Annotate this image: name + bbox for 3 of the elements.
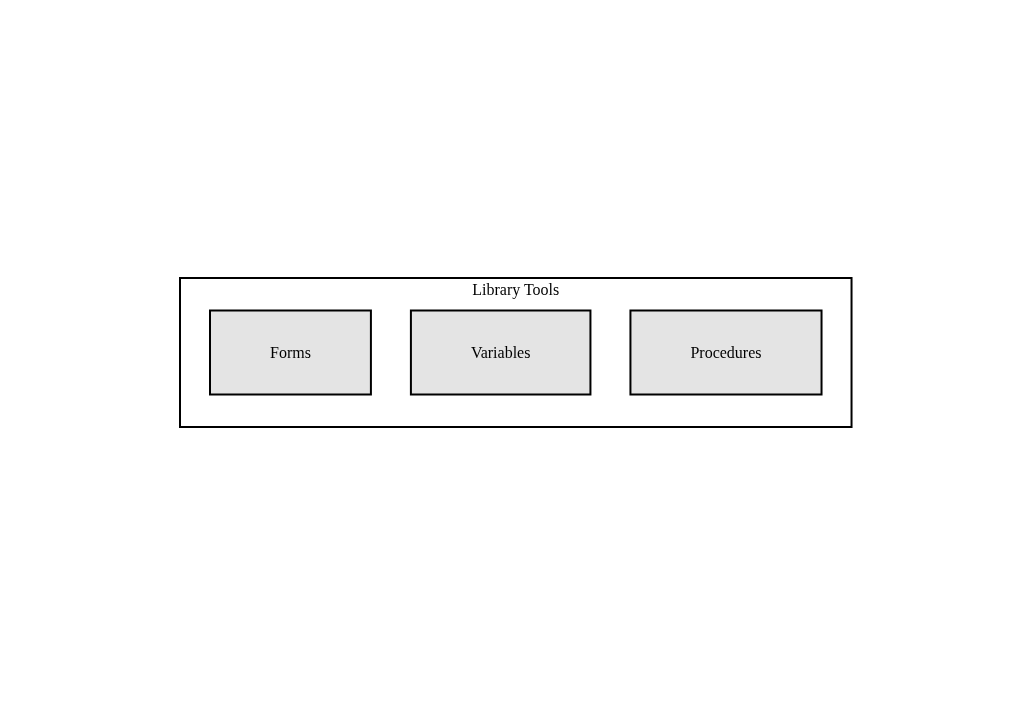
node-box: Procedures [629,309,823,396]
node-box: Variables [409,309,592,396]
node-box: Forms [208,309,372,396]
